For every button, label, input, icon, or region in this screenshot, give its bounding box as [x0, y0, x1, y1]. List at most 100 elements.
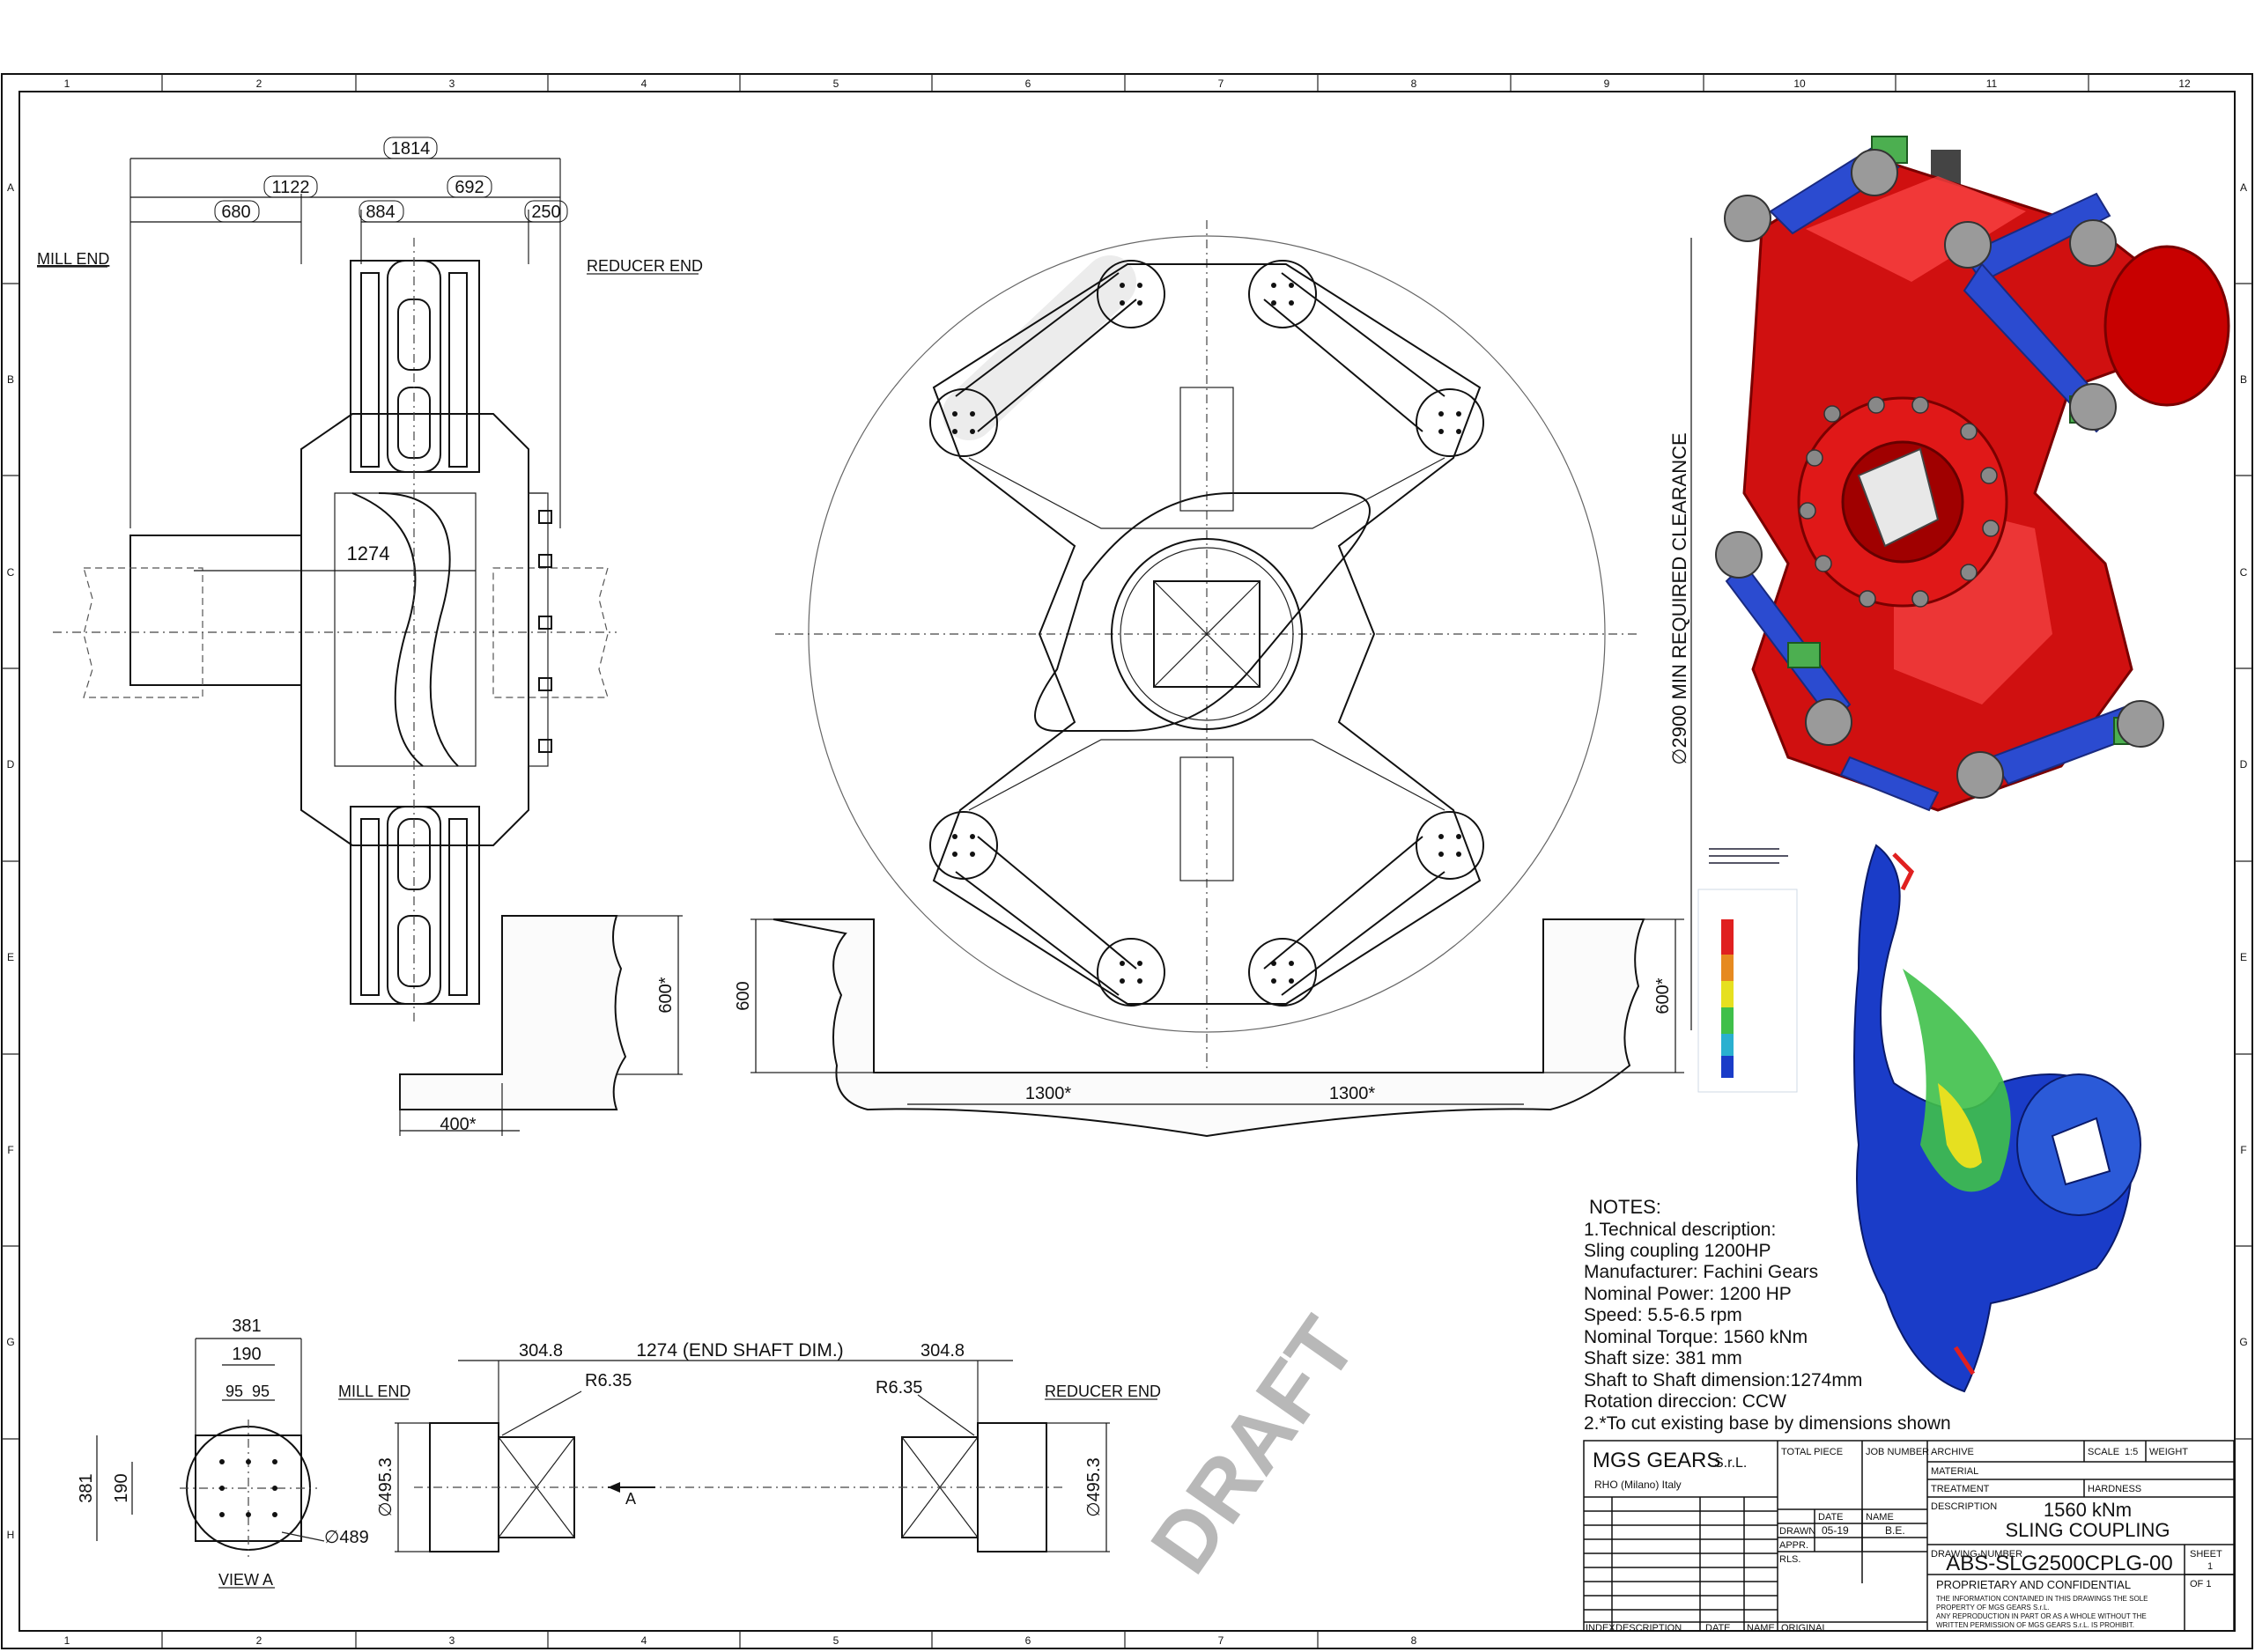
- zone-col-7: 7: [1218, 77, 1224, 90]
- scale-value: 1:5: [2125, 1447, 2138, 1457]
- material-label: MATERIAL: [1931, 1466, 1978, 1477]
- name-label: NAME: [1866, 1512, 1894, 1523]
- zone-row-f-right: F: [2240, 1144, 2246, 1156]
- company-name: MGS GEARS: [1593, 1449, 1720, 1472]
- r-left: R6.35: [585, 1371, 632, 1390]
- drawn-label: DRAWN: [1779, 1526, 1815, 1537]
- notes-line: 1.Technical description:: [1584, 1220, 1776, 1240]
- zone-col-bottom-4: 4: [641, 1634, 647, 1647]
- shaft-end-view: MILL END REDUCER END 304.8 1274 (END SHA…: [338, 1340, 1161, 1552]
- zone-col-6: 6: [1025, 77, 1031, 90]
- mill-end-label: MILL END: [37, 250, 109, 268]
- drawn-name: B.E.: [1885, 1524, 1905, 1537]
- dia-left: ∅495.3: [376, 1457, 396, 1516]
- view-a: 381 190 95 95 381 190 ∅489 VIEW A: [77, 1316, 369, 1589]
- zone-row-f: F: [7, 1144, 13, 1156]
- original-col: ORIGINAL: [1781, 1623, 1828, 1634]
- drawing-number-label: DRAWING-NUMBER: [1931, 1549, 2022, 1560]
- zone-row-b-right: B: [2240, 373, 2247, 386]
- notes-line: Manufacturer: Fachini Gears: [1584, 1262, 1818, 1282]
- side-view: 1814 1122 692 680 884 250 MILL END REDUC…: [37, 136, 703, 1136]
- dim-190-top: 190: [232, 1345, 261, 1364]
- fine-print: WRITTEN PERMISSION OF MGS GEARS S.r.L. I…: [1936, 1621, 2134, 1629]
- zone-row-g-right: G: [2239, 1336, 2247, 1348]
- zone-row-a-right: A: [2240, 181, 2247, 194]
- rls-label: RLS.: [1779, 1554, 1800, 1565]
- archive-label: ARCHIVE: [1931, 1447, 1974, 1457]
- scale-label: SCALE: [2088, 1447, 2119, 1457]
- zone-row-c: C: [7, 566, 15, 579]
- notes-line: Sling coupling 1200HP: [1584, 1241, 1771, 1261]
- dim-680: 680: [221, 203, 250, 222]
- dim-95-right: 95: [252, 1383, 270, 1400]
- dim-1814: 1814: [391, 139, 431, 159]
- description-col: DESCRIPTION: [1615, 1623, 1682, 1634]
- arrow-a-label: A: [625, 1490, 636, 1508]
- total-piece-label: TOTAL PIECE: [1781, 1447, 1843, 1457]
- draft-watermark: DRAFT: [1133, 1301, 1374, 1589]
- dim-692: 692: [455, 178, 484, 197]
- drawing-number: ABS-SLG2500CPLG-00: [1946, 1552, 2172, 1575]
- zone-col-bottom-5: 5: [833, 1634, 839, 1647]
- dim-304-right: 304.8: [920, 1341, 965, 1361]
- zone-col-3: 3: [449, 77, 455, 90]
- zone-col-bottom-3: 3: [449, 1634, 455, 1647]
- dim-381-side: 381: [77, 1473, 96, 1502]
- notes-line: 2.*To cut existing base by dimensions sh…: [1584, 1413, 1951, 1434]
- dim-1300-left: 1300*: [1025, 1084, 1071, 1103]
- name-col: NAME: [1747, 1623, 1775, 1634]
- reducer-end-bottom-label: REDUCER END: [1045, 1383, 1161, 1400]
- date-col: DATE: [1705, 1623, 1731, 1634]
- zone-row-b: B: [7, 373, 14, 386]
- zone-rows: A B C D E F G H A B C D E F G: [2, 181, 2252, 1541]
- zone-row-d: D: [7, 758, 15, 771]
- date-label: DATE: [1818, 1512, 1844, 1523]
- zone-col-bottom-7: 7: [1218, 1634, 1224, 1647]
- dim-400-star: 400*: [440, 1115, 476, 1134]
- sheet-label: SHEET: [2190, 1549, 2222, 1560]
- dim-600-star-left: 600*: [656, 977, 676, 1013]
- zone-columns-top: 1 2 3 4 5 6 7 8 9 10 11 12: [64, 74, 2191, 92]
- index-col: INDEX: [1586, 1623, 1615, 1634]
- notes-line: Shaft to Shaft dimension:1274mm: [1584, 1370, 1862, 1390]
- zone-col-bottom-1: 1: [64, 1634, 70, 1647]
- treatment-label: TREATMENT: [1931, 1484, 1990, 1494]
- dim-884: 884: [366, 203, 395, 222]
- zone-row-e-right: E: [2240, 951, 2247, 963]
- zone-row-a: A: [7, 181, 14, 194]
- job-number-label: JOB NUMBER: [1866, 1447, 1929, 1457]
- dim-end-shaft: 1274 (END SHAFT DIM.): [636, 1340, 843, 1361]
- dia-right: ∅495.3: [1084, 1457, 1104, 1516]
- description-line1: 1560 kNm: [2044, 1499, 2132, 1521]
- zone-col-bottom-2: 2: [256, 1634, 262, 1647]
- dim-600-star-right: 600*: [1653, 977, 1673, 1014]
- of-label: OF 1: [2190, 1579, 2211, 1589]
- zone-col-bottom-6: 6: [1025, 1634, 1031, 1647]
- fine-print: ANY REPRODUCTION IN PART OR AS A WHOLE W…: [1936, 1612, 2147, 1620]
- sheet-value: 1: [2207, 1561, 2213, 1572]
- clearance-dim: ∅2900 MIN REQUIRED CLEARANCE: [1668, 432, 1690, 764]
- view-a-label: VIEW A: [218, 1571, 273, 1589]
- dim-381-top: 381: [232, 1316, 261, 1336]
- notes-title: NOTES:: [1589, 1196, 1661, 1218]
- fine-print: THE INFORMATION CONTAINED IN THIS DRAWIN…: [1936, 1595, 2148, 1603]
- dim-1122: 1122: [271, 178, 309, 197]
- zone-columns-bottom: 1 2 3 4 5 6 7 8: [64, 1631, 1417, 1648]
- zone-col-8: 8: [1411, 77, 1417, 90]
- dim-600-front: 600: [734, 981, 753, 1010]
- zone-col-5: 5: [833, 77, 839, 90]
- zone-col-2: 2: [256, 77, 262, 90]
- title-block: MGS GEARS S.r.L. RHO (Milano) Italy TOTA…: [1583, 1440, 2235, 1634]
- zone-row-g: G: [6, 1336, 14, 1348]
- notes-line: Nominal Power: 1200 HP: [1584, 1284, 1792, 1304]
- notes-line: Speed: 5.5-6.5 rpm: [1584, 1305, 1742, 1325]
- zone-row-d-right: D: [2240, 758, 2248, 771]
- company-location: RHO (Milano) Italy: [1594, 1479, 1682, 1491]
- fine-print: PROPERTY OF MGS GEARS S.r.L.: [1936, 1604, 2050, 1611]
- dim-95-left: 95: [226, 1383, 243, 1400]
- company-suffix: S.r.L.: [1714, 1456, 1747, 1471]
- front-view: 600 1300* 1300* 600* ∅2900 MIN REQUIRED …: [734, 220, 1692, 1138]
- dim-1274: 1274: [347, 542, 390, 564]
- zone-col-12: 12: [2178, 77, 2191, 90]
- zone-row-e: E: [7, 951, 14, 963]
